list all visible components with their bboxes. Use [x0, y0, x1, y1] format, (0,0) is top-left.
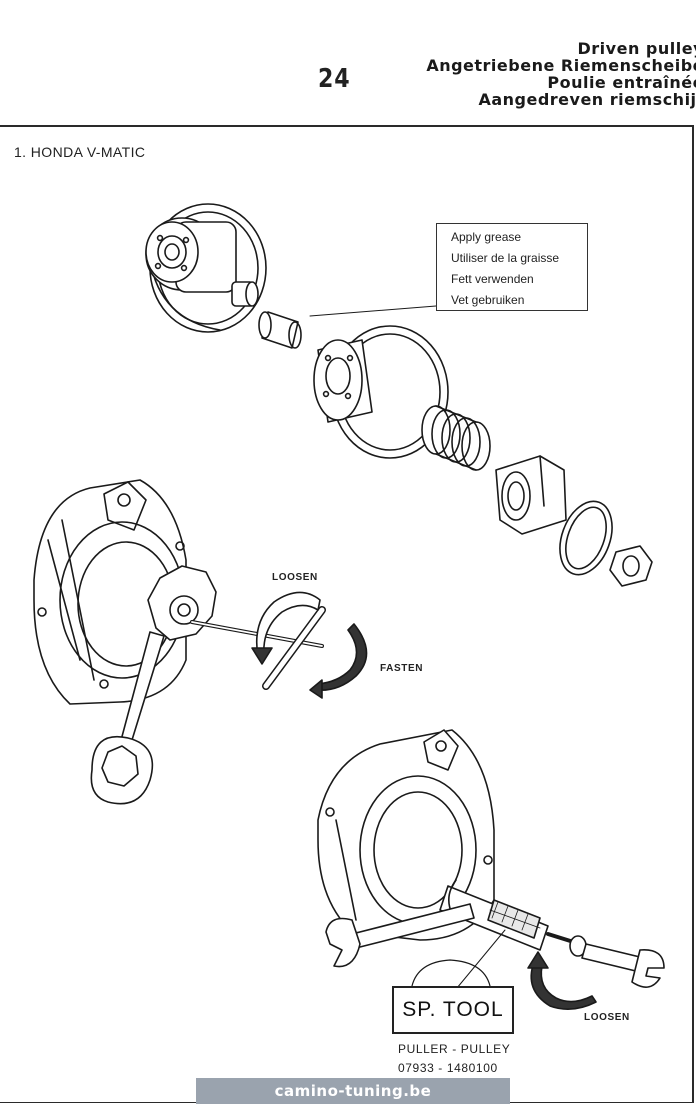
title-dutch: Aangedreven riemschijf: [478, 90, 696, 109]
loosen-label-bottom: LOOSEN: [584, 1012, 630, 1023]
loosen-arrow-bottom: [527, 951, 597, 1010]
fasten-label: FASTEN: [380, 663, 424, 674]
grease-note-line: Fett verwenden: [451, 272, 534, 286]
grease-note-box: Apply grease Utiliser de la graisse Fett…: [436, 223, 588, 311]
loosen-arrow-top: [251, 591, 321, 665]
page-number: 24: [318, 64, 351, 94]
tool-callout-leader: [411, 929, 506, 995]
section-heading: 1. HONDA V-MATIC: [14, 144, 146, 160]
tool-name: PULLER - PULLEY: [398, 1042, 511, 1056]
page-titles: Driven pulley Angetriebene Riemenscheibe…: [426, 40, 696, 108]
title-german: Angetriebene Riemenscheibe: [426, 56, 696, 75]
pulley-puller-tool: [439, 879, 587, 957]
loosen-label-top: LOOSEN: [272, 572, 318, 583]
collar-bushing: [258, 311, 302, 349]
special-tool-label: SP. TOOL: [392, 986, 514, 1034]
title-english: Driven pulley: [577, 39, 696, 58]
grease-note-line: Apply grease: [451, 230, 522, 244]
grease-note-line: Utiliser de la graisse: [451, 251, 560, 265]
tool-part-number: 07933 - 1480100: [398, 1061, 498, 1075]
o-ring: [559, 500, 613, 576]
lock-nut: [609, 545, 653, 587]
universal-holder-wrench: [90, 565, 217, 805]
driven-face: [313, 325, 449, 459]
fasten-arrow: [309, 623, 368, 699]
website-watermark: camino-tuning.be: [196, 1078, 510, 1104]
grease-note-line: Vet gebruiken: [451, 293, 525, 307]
open-end-wrenches: [325, 903, 665, 988]
title-french: Poulie entraînée: [547, 73, 696, 92]
drive-plate-assembly: [145, 203, 267, 333]
seal-collar: [495, 455, 567, 535]
compression-spring: [421, 405, 491, 471]
